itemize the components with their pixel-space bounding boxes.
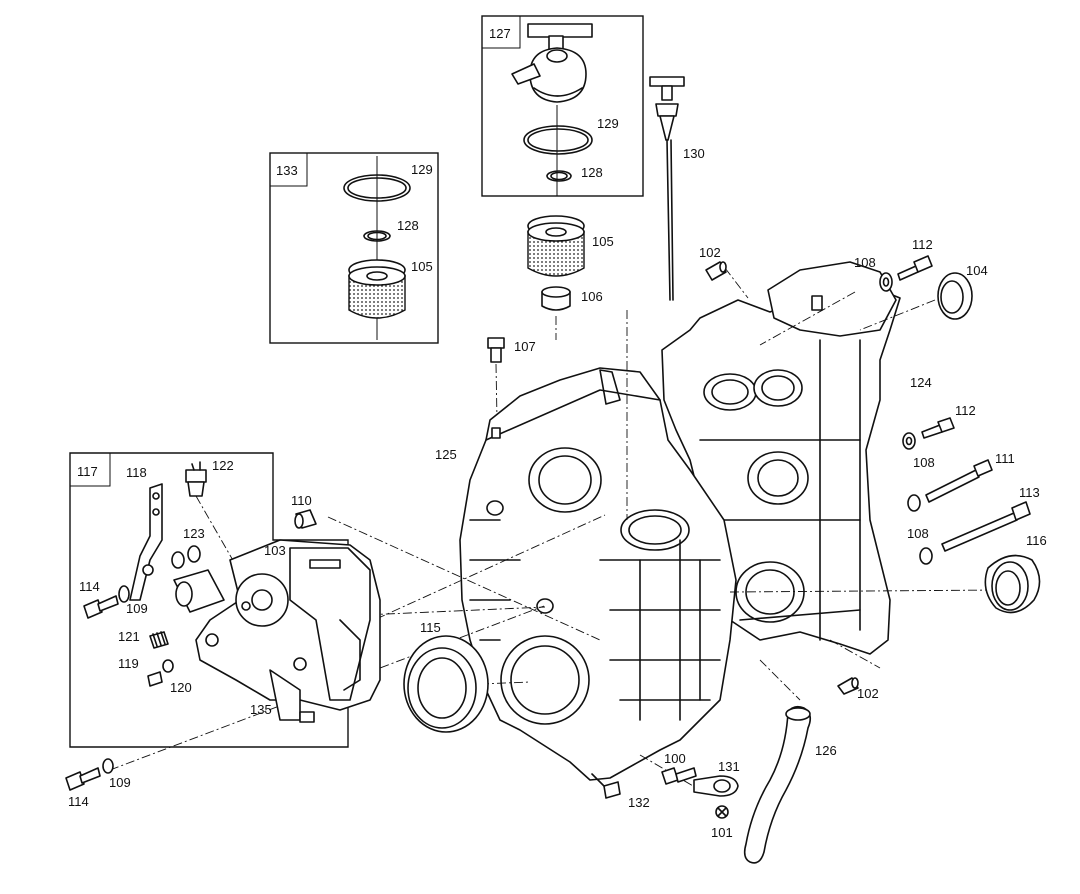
washer-108-lower-a — [907, 494, 921, 512]
washer-108-lower-b — [919, 547, 933, 565]
washer-119 — [162, 659, 174, 673]
dowel-pin-102-top — [705, 261, 727, 281]
part-label-102: 102 — [699, 245, 721, 260]
washer-108-middle — [902, 432, 916, 450]
part-label-129: 129 — [597, 116, 619, 131]
bracket-118 — [129, 483, 163, 601]
part-label-126: 126 — [815, 743, 837, 758]
part-label-129: 129 — [411, 162, 433, 177]
part-label-112: 112 — [912, 237, 933, 252]
kit-box-label: 133 — [276, 163, 298, 178]
washer-109-kit — [118, 585, 130, 603]
rear-housing-124 — [661, 261, 901, 655]
oil-pump-103 — [173, 539, 381, 723]
bolt-113 — [941, 501, 1031, 552]
front-housing-125 — [459, 367, 737, 781]
part-label-111: 111 — [995, 451, 1015, 466]
bolt-114-outside — [65, 767, 101, 791]
oil-filter-105 — [527, 215, 585, 277]
part-label-124: 124 — [910, 375, 932, 390]
part-label-108: 108 — [907, 526, 929, 541]
dipstick-130 — [649, 76, 685, 301]
kit-box-133: 133 — [269, 152, 439, 344]
nut-101 — [715, 805, 729, 819]
o-ring-129-kit133 — [343, 174, 411, 202]
part-label-108: 108 — [913, 455, 935, 470]
part-label-100: 100 — [664, 751, 686, 766]
hose-clamp-131 — [693, 775, 739, 797]
part-label-109: 109 — [126, 601, 148, 616]
part-label-118: 118 — [126, 465, 147, 480]
o-ring-129-kit127 — [523, 125, 593, 155]
part-label-114: 114 — [79, 579, 100, 594]
bolt-114-kit — [83, 595, 119, 619]
seal-104 — [937, 272, 973, 320]
bolt-111 — [925, 459, 993, 503]
part-label-135: 135 — [250, 702, 272, 717]
part-label-110: 110 — [291, 493, 312, 508]
part-label-114: 114 — [68, 794, 89, 809]
part-label-106: 106 — [581, 289, 603, 304]
part-label-128: 128 — [581, 165, 603, 180]
part-label-128: 128 — [397, 218, 419, 233]
part-number-labels: 129 128 105 129 128 105 106 130 107 102 … — [68, 116, 1047, 840]
part-label-125: 125 — [435, 447, 457, 462]
part-label-104: 104 — [966, 263, 988, 278]
part-label-105: 105 — [592, 234, 614, 249]
part-label-101: 101 — [711, 825, 733, 840]
part-label-132: 132 — [628, 795, 650, 810]
kit-box-label: 127 — [489, 26, 511, 41]
kit-box-label: 117 — [77, 464, 98, 479]
oil-filler-cap-127 — [511, 23, 593, 103]
part-label-112: 112 — [955, 403, 976, 418]
part-label-121: 121 — [118, 629, 140, 644]
o-ring-128-kit127 — [546, 170, 572, 182]
o-ring-128-kit133 — [363, 230, 391, 242]
part-label-119: 119 — [118, 656, 139, 671]
part-label-105: 105 — [411, 259, 433, 274]
plug-120 — [147, 671, 163, 687]
part-label-122: 122 — [212, 458, 234, 473]
washer-123 — [171, 545, 201, 569]
screw-132 — [591, 773, 621, 799]
part-label-102: 102 — [857, 686, 879, 701]
spring-121 — [149, 631, 169, 649]
plug-110 — [294, 509, 317, 529]
seal-115 — [403, 635, 489, 733]
part-label-130: 130 — [683, 146, 705, 161]
kit-box-117: 117 — [69, 452, 349, 748]
part-label-113: 113 — [1019, 485, 1040, 500]
bolt-112-middle — [921, 417, 955, 439]
spacer-106 — [541, 286, 571, 311]
oil-filter-105-kit133 — [348, 259, 406, 319]
washer-109-outside — [102, 758, 114, 774]
part-label-107: 107 — [514, 339, 536, 354]
part-label-109: 109 — [109, 775, 131, 790]
part-label-131: 131 — [718, 759, 740, 774]
plug-107 — [487, 337, 505, 421]
part-label-108: 108 — [854, 255, 876, 270]
dowel-pin-102-bottom — [837, 677, 859, 695]
bolt-112-top — [897, 255, 933, 281]
part-label-123: 123 — [183, 526, 205, 541]
seal-116 — [984, 554, 1041, 614]
part-label-115: 115 — [420, 620, 441, 635]
part-label-116: 116 — [1026, 533, 1047, 548]
bolt-100 — [661, 767, 697, 785]
part-label-103: 103 — [264, 543, 286, 558]
part-label-120: 120 — [170, 680, 192, 695]
hose-126 — [743, 705, 812, 864]
washer-108-top — [879, 272, 893, 292]
